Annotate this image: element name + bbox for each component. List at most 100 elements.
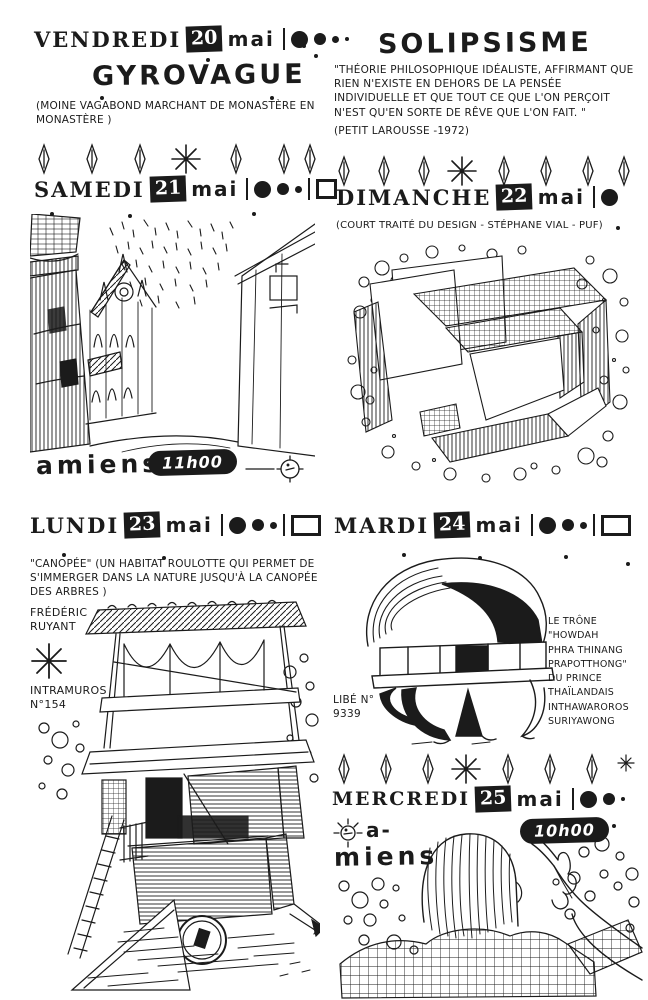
entry-header-vendredi: VENDREDI 20 mai: [34, 25, 349, 53]
rect-marker: [600, 514, 631, 536]
labyrinth-drawing: [347, 244, 630, 483]
day-name-samedi: SAMEDI: [34, 176, 145, 202]
circle-lg-marker: [538, 516, 556, 534]
dot-marker: [331, 35, 339, 43]
circle-md-marker: [561, 519, 574, 531]
entry-header-dimanche: DIMANCHE 22 mai: [336, 183, 618, 211]
month-label: mai: [191, 177, 239, 201]
ink-dot: [50, 212, 54, 216]
ink-dot: [62, 553, 66, 557]
circle-lg-marker: [290, 30, 308, 48]
month-label: mai: [537, 185, 585, 209]
circle-md-marker: [251, 519, 264, 531]
entry-header-mercredi: MERCREDI 25 mai: [332, 785, 625, 813]
day-number-dimanche: 22: [495, 183, 534, 211]
ornament-row: [338, 155, 630, 187]
ink-dot: [314, 54, 318, 58]
time-badge-11h00: 11h00: [147, 448, 238, 477]
dot-marker: [269, 521, 277, 529]
day-number-mercredi: 25: [474, 785, 512, 813]
ref-line1: LIBÉ N°: [333, 694, 375, 706]
solipsisme-source: (PETIT LAROUSSE -1972): [334, 125, 470, 137]
entry-header-mardi: MARDI 24 mai: [334, 511, 631, 539]
ink-dot: [100, 96, 104, 100]
circle-md-marker: [277, 183, 290, 195]
tinydot-marker: [344, 37, 349, 41]
word-of-day-gyrovague: GYROVAGUE: [91, 58, 306, 93]
day-name-dimanche: DIMANCHE: [336, 184, 492, 210]
caption-line: INTHAWAROROS: [548, 701, 629, 713]
day-name-vendredi: VENDREDI: [34, 26, 182, 52]
author-line1: FRÉDÉRIC: [30, 606, 88, 619]
day-number-lundi: 23: [123, 511, 162, 539]
ink-dot: [626, 562, 630, 566]
box-marker: [316, 179, 338, 199]
bar-marker: [592, 514, 595, 536]
ink-dot: [302, 44, 306, 48]
ink-dot: [252, 212, 256, 216]
place-label-a: a-: [366, 818, 392, 842]
canopee-note: "CANOPÉE" (UN HABITAT ROULOTTE QUI PERME…: [30, 558, 318, 599]
dot-marker: [295, 185, 303, 193]
ornament-row: [338, 753, 635, 785]
day-markers-mardi: [530, 514, 631, 536]
day-markers-lundi: [220, 514, 321, 536]
ref-line2: 9339: [333, 707, 361, 720]
throne-caption: LE TRÔNE "HOWDAH PHRA THINANG PRAPOTTHON…: [548, 615, 646, 729]
circle-lg-marker: [579, 790, 597, 808]
compass-icon: [245, 455, 304, 483]
ink-dot: [478, 556, 482, 560]
circle-lg-marker: [601, 188, 618, 206]
month-label: mai: [516, 787, 564, 811]
ink-dot: [128, 214, 132, 218]
howdah-throne-drawing: [366, 557, 555, 745]
circle-md-marker: [313, 33, 326, 45]
ref-line1: INTRAMUROS: [30, 684, 107, 697]
word-of-day-solipsisme: SOLIPSISME: [377, 26, 592, 61]
ink-dot: [270, 96, 274, 100]
rect-marker: [290, 514, 321, 536]
reference-libe: LIBÉ N° 9339: [333, 694, 374, 721]
ink-dot: [612, 824, 616, 828]
ink-dot: [206, 58, 210, 62]
day-number-vendredi: 20: [185, 25, 224, 53]
day-name-mercredi: MERCREDI: [332, 788, 471, 810]
ink-dot: [564, 555, 568, 559]
caption-line: LE TRÔNE: [548, 616, 597, 627]
day-name-mardi: MARDI: [334, 512, 430, 538]
author-line2: RUYANT: [30, 620, 76, 634]
caption-line: "HOWDAH: [548, 630, 599, 642]
ref-line2: N°154: [30, 698, 67, 712]
caption-line: DU PRINCE: [548, 673, 602, 684]
month-label: mai: [475, 513, 523, 537]
circle-lg-marker: [228, 516, 246, 534]
place-label-amiens: amiens: [35, 448, 162, 481]
gyrovague-definition: (MOINE VAGABOND MARCHANT DE MONASTÈRE EN…: [36, 100, 315, 127]
tinydot-marker: [620, 797, 625, 801]
dot-marker: [579, 521, 587, 529]
day-markers-samedi: [246, 178, 338, 200]
month-label: mai: [227, 27, 275, 51]
canopee-tower-drawing: [38, 599, 320, 991]
ink-dot: [402, 553, 406, 557]
entry-header-lundi: LUNDI 23 mai: [30, 511, 321, 539]
bar-marker: [282, 28, 285, 50]
caption-line: THAÏLANDAIS: [548, 687, 615, 699]
day-number-mardi: 24: [433, 511, 471, 539]
ink-dot: [616, 226, 620, 230]
caption-line: SURIYAWONG: [548, 715, 615, 727]
bar-marker: [282, 514, 285, 536]
day-markers-vendredi: [282, 28, 349, 50]
day-number-samedi: 21: [149, 175, 187, 203]
bar-marker: [246, 178, 249, 200]
author-name: FRÉDÉRIC RUYANT: [30, 606, 87, 635]
star-icon: [31, 643, 67, 679]
caption-line: PHRA THINANG: [548, 644, 623, 656]
circle-lg-marker: [254, 180, 272, 198]
entry-header-samedi: SAMEDI 21 mai: [34, 175, 338, 203]
circle-md-marker: [602, 793, 615, 805]
bar-marker: [308, 178, 311, 200]
day-name-lundi: LUNDI: [30, 512, 120, 538]
day-markers-dimanche: [593, 186, 618, 208]
